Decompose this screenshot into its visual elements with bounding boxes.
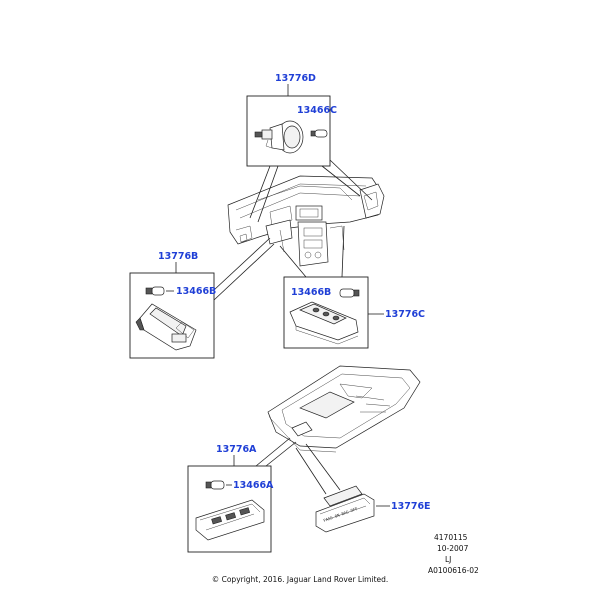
callout-13466b-right[interactable]: 13466B: [291, 287, 331, 298]
assembly-box-13776c: [279, 225, 384, 349]
assembly-13776e: PASS ON BAG OFF: [295, 443, 390, 533]
assembly-box-13776a: [187, 437, 297, 553]
callout-13776a[interactable]: 13776A: [216, 444, 257, 455]
diagram-date: 10-2007: [437, 544, 469, 553]
headliner-illustration: [267, 365, 421, 453]
callout-13466a[interactable]: 13466A: [233, 480, 274, 491]
dashboard-illustration: [227, 175, 385, 267]
assembly-box-13776d: [246, 84, 373, 223]
diagram-code: LJ: [445, 555, 451, 564]
diagram-number: 4170115: [434, 533, 468, 542]
callout-13466c[interactable]: 13466C: [297, 105, 337, 116]
callout-13776d[interactable]: 13776D: [275, 73, 316, 84]
callout-13466b-left[interactable]: 13466B: [176, 286, 216, 297]
callout-13776e[interactable]: 13776E: [391, 501, 431, 512]
assembly-box-13776b: [129, 237, 275, 359]
callout-13776b[interactable]: 13776B: [158, 251, 198, 262]
diagram-reference: A0100616-02: [428, 566, 479, 575]
callout-13776c[interactable]: 13776C: [385, 309, 425, 320]
copyright-notice: © Copyright, 2016. Jaguar Land Rover Lim…: [212, 575, 389, 584]
